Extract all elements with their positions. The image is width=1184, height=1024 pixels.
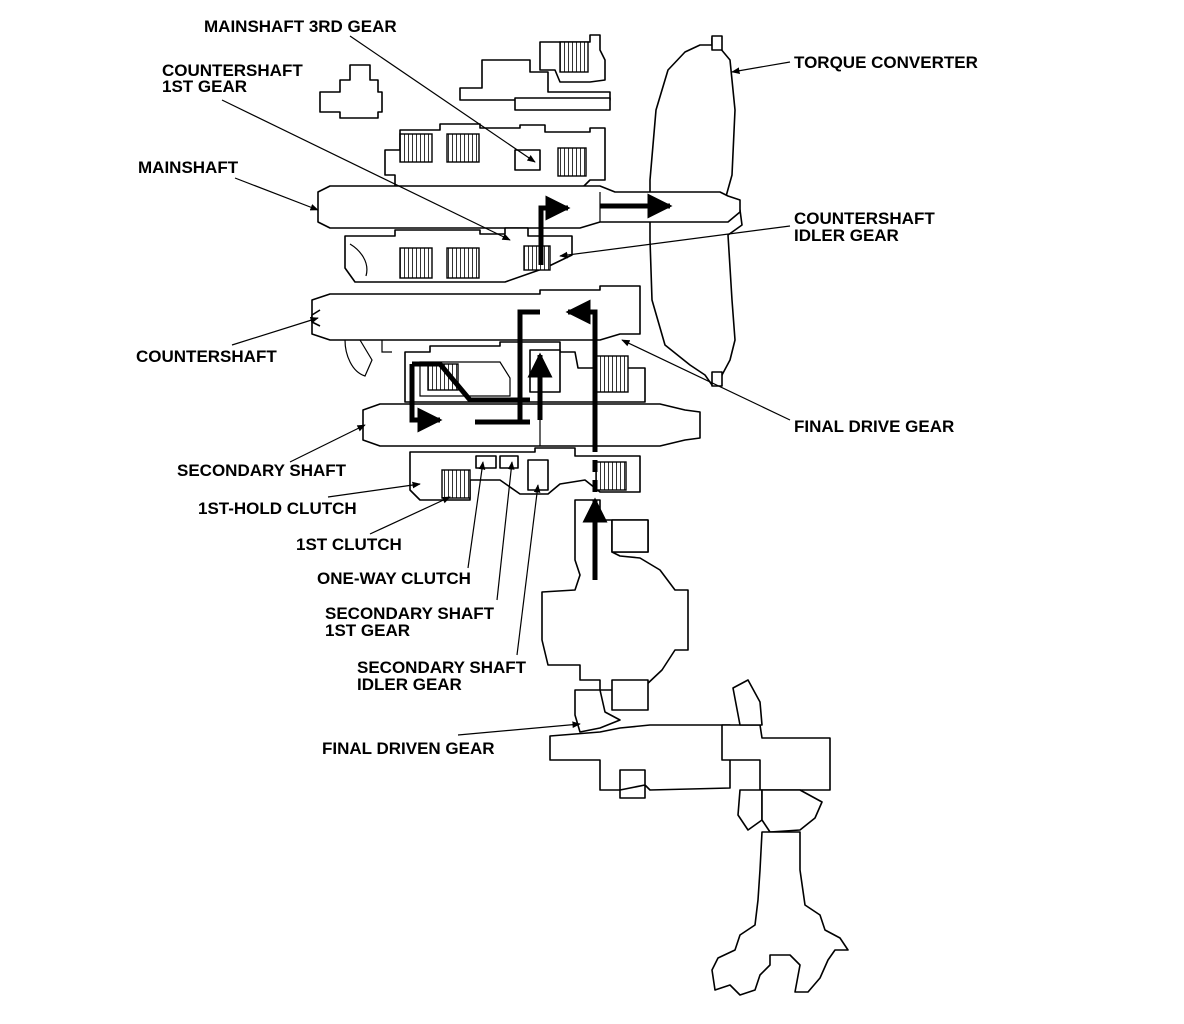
label-countershaft-1st-gear-line2: 1ST GEAR — [162, 77, 247, 96]
leader-lines — [221, 35, 791, 736]
secondary-shaft-assembly — [362, 341, 701, 501]
label-mainshaft-3rd-gear: MAINSHAFT 3RD GEAR — [204, 17, 397, 36]
label-countershaft-idler-gear-line2: IDLER GEAR — [794, 226, 899, 245]
label-1st-clutch: 1ST CLUTCH — [296, 535, 402, 554]
label-secondary-shaft-idler-gear-line2: IDLER GEAR — [357, 675, 462, 694]
countershaft-assembly — [311, 285, 641, 377]
differential-assembly — [541, 499, 849, 996]
power-flow-arrows — [409, 193, 673, 580]
labels: MAINSHAFT 3RD GEAR COUNTERSHAFT 1ST GEAR… — [136, 17, 978, 758]
label-countershaft-1st-gear-line1: COUNTERSHAFT — [162, 61, 303, 80]
label-secondary-shaft-1st-gear-line2: 1ST GEAR — [325, 621, 410, 640]
label-countershaft-idler-gear-line1: COUNTERSHAFT — [794, 209, 935, 228]
label-mainshaft: MAINSHAFT — [138, 158, 239, 177]
label-final-driven-gear: FINAL DRIVEN GEAR — [322, 739, 495, 758]
label-countershaft: COUNTERSHAFT — [136, 347, 277, 366]
label-1st-hold-clutch: 1ST-HOLD CLUTCH — [198, 499, 357, 518]
label-secondary-shaft-1st-gear-line1: SECONDARY SHAFT — [325, 604, 495, 623]
label-final-drive-gear: FINAL DRIVE GEAR — [794, 417, 954, 436]
label-torque-converter: TORQUE CONVERTER — [794, 53, 978, 72]
label-one-way-clutch: ONE-WAY CLUTCH — [317, 569, 471, 588]
label-secondary-shaft: SECONDARY SHAFT — [177, 461, 347, 480]
label-secondary-shaft-idler-gear-line1: SECONDARY SHAFT — [357, 658, 527, 677]
mainshaft-assembly — [317, 34, 741, 283]
